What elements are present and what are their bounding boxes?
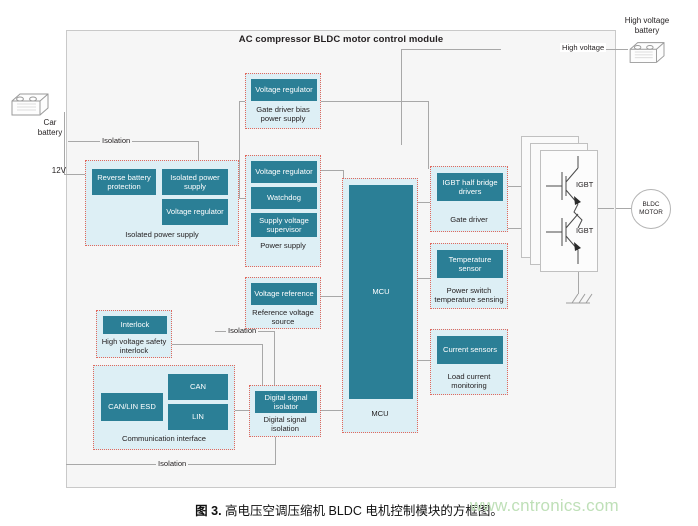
line-isolator-to-mcu (321, 410, 343, 411)
line-comm-out (235, 410, 249, 411)
group-communication-interface[interactable]: CAN/LIN ESD CAN LIN Communication interf… (93, 365, 235, 450)
chip-watchdog[interactable]: Watchdog (251, 187, 317, 209)
group-gate-driver[interactable]: IGBT half bridge drivers Gate driver (430, 166, 508, 232)
group-hv-safety-interlock[interactable]: Interlock High voltage safety interlock (96, 310, 172, 358)
line-bias-feed-vertical (239, 101, 240, 198)
chip-can-lin-esd[interactable]: CAN/LIN ESD (101, 393, 163, 421)
group-label-load-current-l1: Load current (447, 372, 491, 381)
group-digital-signal-isolation[interactable]: Digital signal isolator Digital signal i… (249, 385, 321, 437)
isolation-line-top-drop (198, 141, 199, 161)
group-label-gate-driver-bias-l2: power supply (260, 114, 306, 123)
car-battery-label-line2: battery (37, 128, 63, 137)
chip-digital-signal-isolator[interactable]: Digital signal isolator (255, 391, 317, 413)
chip-igbt-half-bridge-drivers[interactable]: IGBT half bridge drivers (437, 173, 503, 201)
group-label-gate-driver: Gate driver (450, 215, 488, 224)
chip-isolated-power-supply[interactable]: Isolated power supply (162, 169, 228, 195)
line-bridge-ground (578, 264, 579, 294)
hv-battery-label-line2: battery (634, 26, 660, 35)
isolation-line-bottom-up (275, 437, 276, 464)
chip-reverse-battery-protection[interactable]: Reverse battery protection (92, 169, 156, 195)
chip-current-sensors[interactable]: Current sensors (437, 336, 503, 364)
group-label-power-switch-temp-l1: Power switch (446, 286, 492, 295)
line-mcu-temp (418, 278, 431, 279)
car-battery-label-line1: Car (43, 118, 57, 127)
ground-symbol-icon (566, 293, 593, 304)
group-label-mcu: MCU (371, 409, 389, 418)
chip-lin[interactable]: LIN (168, 404, 228, 430)
line-ps-out-drop (343, 170, 344, 180)
group-label-reference-voltage-l1: Reference voltage (252, 308, 314, 317)
bldc-motor[interactable]: BLDC MOTOR (631, 189, 671, 229)
isolation-label-bottom: Isolation (156, 459, 189, 468)
car-battery-lead-vertical (64, 112, 65, 174)
group-label-hv-interlock-l1: High voltage safety (101, 337, 167, 346)
page-title: AC compressor BLDC motor control module (238, 34, 444, 45)
line-interlock-out (172, 344, 262, 345)
bldc-motor-label-line2: MOTOR (639, 209, 663, 216)
line-vref-out (321, 296, 343, 297)
figure-caption-number: 图 3. (195, 504, 222, 518)
line-module-to-motor (616, 208, 631, 209)
line-bias-feed-bottom (239, 198, 247, 199)
isolation-label-top: Isolation (100, 136, 133, 145)
group-label-reference-voltage-l2: source (271, 317, 295, 326)
high-voltage-battery-icon (629, 42, 665, 63)
group-label-communication-interface: Communication interface (122, 434, 206, 443)
chip-voltage-regulator-iso[interactable]: Voltage regulator (162, 199, 228, 225)
group-isolated-power-supply[interactable]: Reverse battery protection Isolated powe… (85, 160, 239, 246)
chip-interlock[interactable]: Interlock (103, 316, 167, 334)
group-label-power-supply: Power supply (260, 241, 306, 250)
voltage-12v-label: 12V (51, 166, 66, 175)
group-power-switch-temperature-sensing[interactable]: Temperature sensor Power switch temperat… (430, 243, 508, 309)
isolation-label-middle: Isolation (226, 326, 259, 335)
chip-voltage-regulator-bias[interactable]: Voltage regulator (251, 79, 317, 101)
figure-caption: 图 3. 高电压空调压缩机 BLDC 电机控制模块的方框图。 (0, 500, 698, 519)
line-ps-out (321, 170, 343, 171)
chip-voltage-reference[interactable]: Voltage reference (251, 283, 317, 305)
group-gate-driver-bias-power-supply[interactable]: Voltage regulator Gate driver bias power… (245, 73, 321, 129)
car-battery-lead-horizontal (64, 174, 85, 175)
line-interlock-drop (262, 344, 263, 386)
line-bias-out-drop (428, 101, 429, 169)
group-mcu[interactable]: MCU MCU (342, 178, 418, 433)
high-voltage-label: High voltage (560, 43, 607, 52)
chip-supply-voltage-supervisor[interactable]: Supply voltage supervisor (251, 213, 317, 237)
isolation-line-bottom-right (196, 464, 276, 465)
bldc-motor-label-line1: BLDC (642, 201, 660, 209)
igbt-card-front (540, 150, 598, 272)
group-power-supply[interactable]: Voltage regulator Watchdog Supply voltag… (245, 155, 321, 267)
hv-battery-label: High voltage battery (605, 16, 689, 36)
line-mcu-gatedriver (418, 202, 431, 203)
group-label-load-current-l2: monitoring (451, 381, 487, 390)
group-label-isolated-power-supply: Isolated power supply (125, 230, 199, 239)
group-label-digital-signal-isolation-l2: isolation (271, 424, 299, 433)
line-bias-out (321, 101, 428, 102)
chip-can[interactable]: CAN (168, 374, 228, 400)
group-reference-voltage-source[interactable]: Voltage reference Reference voltage sour… (245, 277, 321, 329)
figure-caption-text: 高电压空调压缩机 BLDC 电机控制模块的方框图。 (225, 504, 503, 518)
chip-voltage-regulator-ps[interactable]: Voltage regulator (251, 161, 317, 183)
line-mcu-current (418, 360, 431, 361)
car-battery-label: Car battery (22, 118, 78, 138)
group-load-current-monitoring[interactable]: Current sensors Load current monitoring (430, 329, 508, 395)
igbt-label-low: IGBT (576, 226, 594, 235)
watermark: www.cntronics.com (470, 496, 619, 515)
isolation-line-top-right (135, 141, 199, 142)
hv-lead-down (401, 49, 402, 145)
chip-temperature-sensor[interactable]: Temperature sensor (437, 250, 503, 278)
isolation-line-middle-drop (274, 331, 275, 391)
hv-lead-left (401, 49, 501, 50)
group-label-gate-driver-bias-l1: Gate driver bias (256, 105, 310, 114)
line-bridge-to-motor (598, 208, 614, 209)
chip-mcu[interactable]: MCU (349, 185, 413, 399)
group-label-hv-interlock-l2: interlock (119, 346, 149, 355)
car-battery-icon (11, 93, 49, 116)
igbt-label-high: IGBT (576, 180, 594, 189)
group-label-power-switch-temp-l2: temperature sensing (434, 295, 504, 304)
line-bias-in (239, 101, 247, 102)
group-label-digital-signal-isolation-l1: Digital signal (263, 415, 307, 424)
igbt-half-bridge-schematic-icon (546, 156, 583, 264)
hv-battery-label-line1: High voltage (624, 16, 670, 25)
